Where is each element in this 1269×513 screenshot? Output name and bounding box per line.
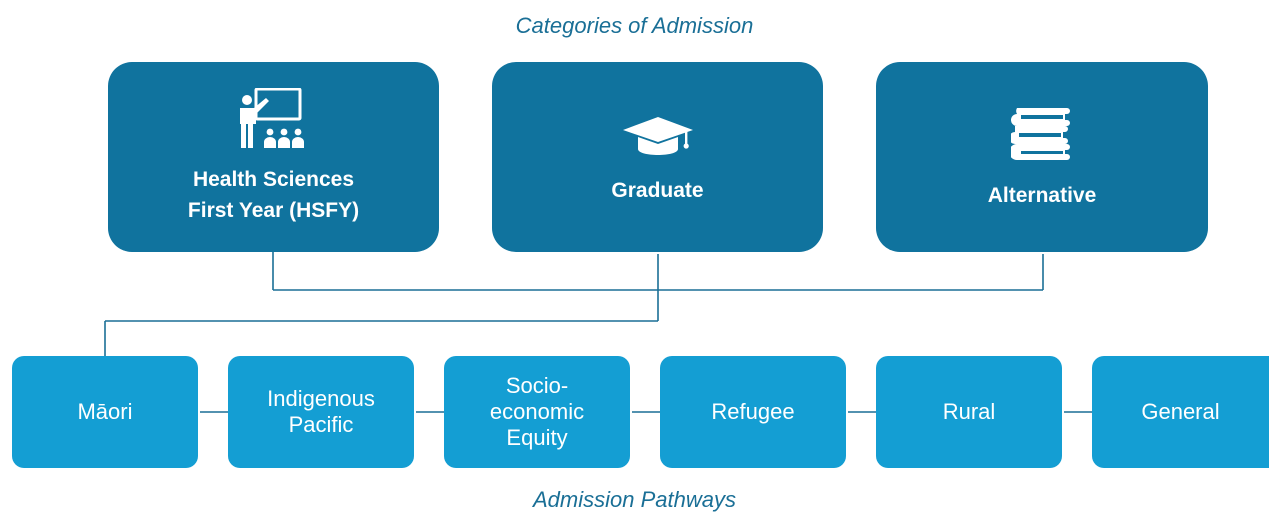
pathway-refugee: Refugee [660,356,846,468]
pathway-maori: Māori [12,356,198,468]
category-alternative: Alternative [876,62,1208,252]
category-hsfy: Health Sciences First Year (HSFY) [108,62,439,252]
category-label: Alternative [987,183,1097,207]
category-graduate: Graduate [492,62,823,252]
pathway-general: General [1092,356,1269,468]
category-label: Health Sciences First Year (HSFY) [187,168,360,222]
pathway-indigenous-pacific: Indigenous Pacific [228,356,414,468]
pathways-heading: Admission Pathways [533,487,736,512]
category-label: Graduate [611,178,704,202]
pathway-rural: Rural [876,356,1062,468]
books-stack-icon [1011,107,1070,160]
teacher-classroom-icon [239,88,304,148]
graduation-cap-icon [622,116,693,155]
categories-heading: Categories of Admission [515,13,754,38]
pathway-socioeconomic-equity: Socio- economic Equity [444,356,630,468]
